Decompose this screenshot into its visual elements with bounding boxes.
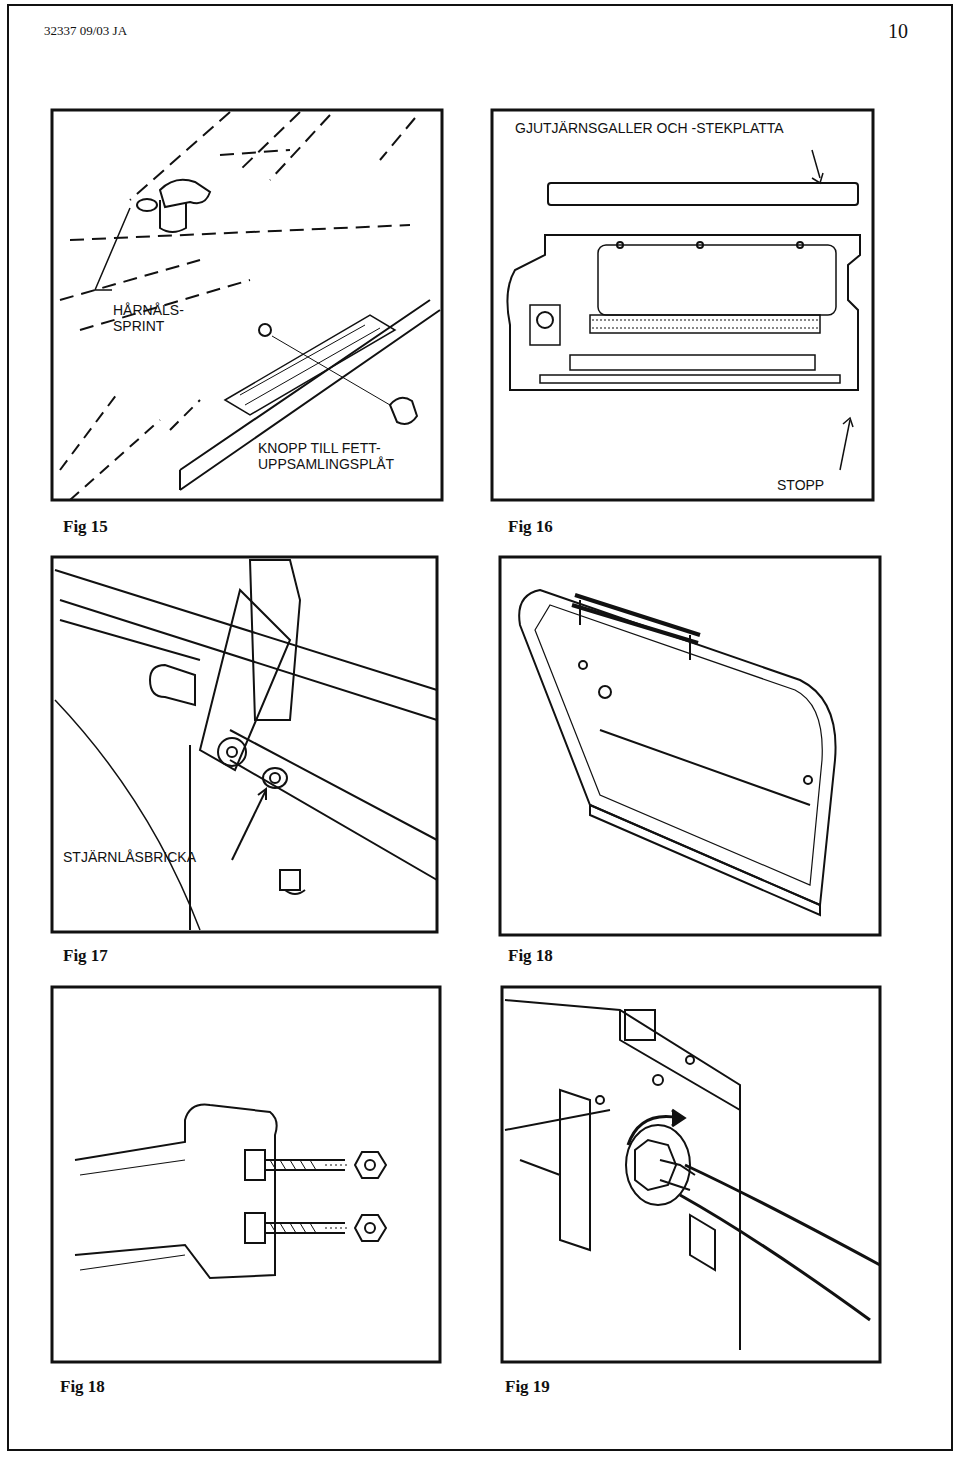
fig16-drawing [492,110,873,500]
figure-caption: Fig 18 [60,1377,105,1397]
fig18b-drawing [52,987,440,1362]
part-label: KNOPP TILL FETT- UPPSAMLINGSPLÅT [258,440,398,472]
fig15-drawing [52,110,442,500]
part-label: HÅRNÅLS- SPRINT [113,302,201,334]
figure-caption: Fig 16 [508,517,553,537]
figure-caption: Fig 15 [63,517,108,537]
part-label: GJUTJÄRNSGALLER OCH -STEKPLATTA [515,120,784,136]
page-number: 10 [888,20,908,43]
fig17-drawing [52,557,437,932]
fig19-drawing [502,987,880,1362]
page-border [8,5,952,1450]
figure-caption: Fig 19 [505,1377,550,1397]
part-label: STOPP [777,477,824,493]
figure-caption: Fig 17 [63,946,108,966]
figure-caption: Fig 18 [508,946,553,966]
fig18-drawing [500,557,880,935]
page-code: 32337 09/03 JA [44,24,127,39]
part-label: STJÄRNLÅSBRICKA [63,849,196,865]
